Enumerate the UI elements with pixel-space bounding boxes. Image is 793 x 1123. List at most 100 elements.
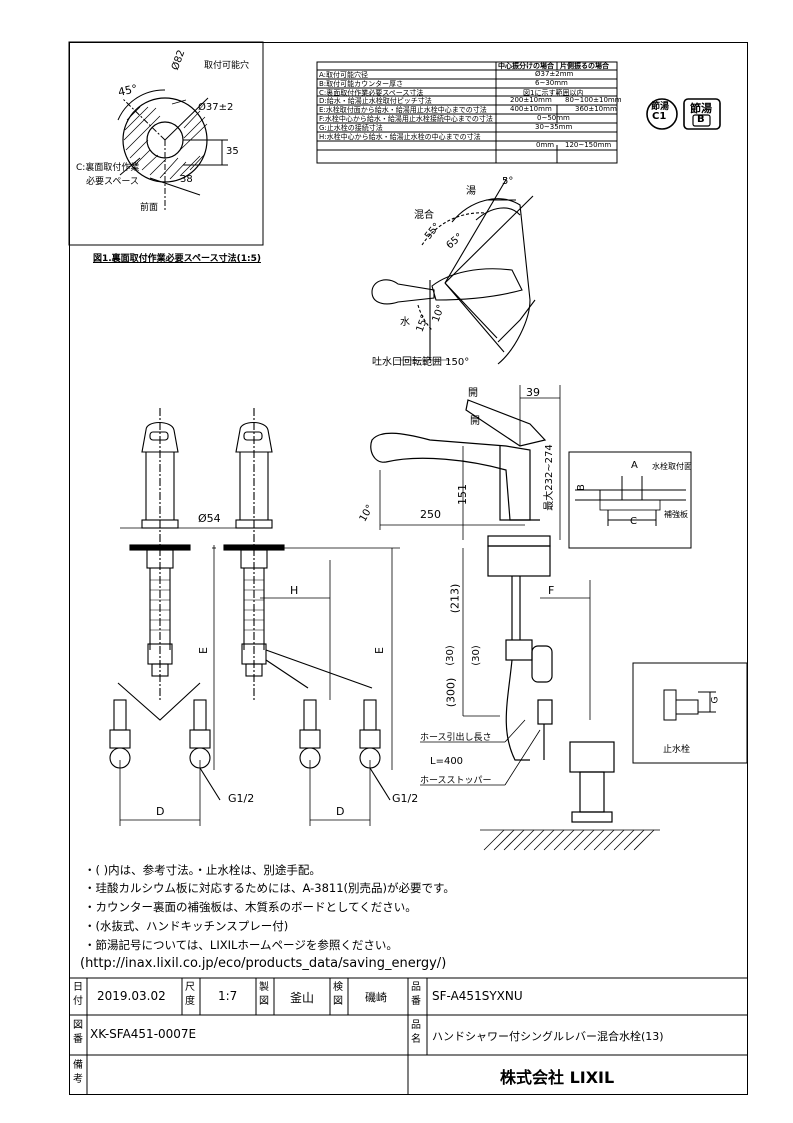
dim-54-label: Ø54 xyxy=(198,512,221,525)
spec-row-label: B:取付可能カウンター厚さ xyxy=(319,80,404,88)
dim-232-label: 最大232~274 xyxy=(543,444,555,511)
stop-valve-label: 止水栓 xyxy=(663,745,691,755)
dim-300-label: (300) xyxy=(444,677,458,708)
drawn-by: 釜山 xyxy=(290,991,315,1005)
mixed-label: 混合 xyxy=(414,210,434,221)
spec-row-center: 400±10mm xyxy=(510,105,552,113)
dim-H-label: H xyxy=(290,584,299,597)
dim-30a-label: (30) xyxy=(444,645,456,666)
hose-length-label: ホース引出し長さ xyxy=(420,733,492,743)
water-saving-badge-b xyxy=(683,98,721,130)
spec-col-header-side: 片側振るの場合 xyxy=(560,62,609,70)
counter-A-label: A xyxy=(631,460,638,471)
open-label: 開 xyxy=(470,416,480,427)
scale-label: 尺度 xyxy=(185,982,195,1007)
dim-E1-label: E xyxy=(196,647,210,654)
counter-C-label: C xyxy=(630,516,637,527)
dim-250-label: 250 xyxy=(420,508,441,521)
g-half-2-label: G1/2 xyxy=(392,792,419,805)
spec-row-center: 200±10mm xyxy=(510,96,552,104)
dim-D2-label: D xyxy=(336,805,345,818)
dim-213-label: (213) xyxy=(448,583,462,614)
product-no-label: 品番 xyxy=(411,982,421,1007)
spec-row-side: 360±10mm xyxy=(575,105,617,113)
spec-col-header-center: 中心振分けの場合 xyxy=(498,62,554,70)
note-line: ・(水抜式、ハンドキッチンスプレー付) xyxy=(84,919,289,933)
spec-row-center: 0~50mm xyxy=(537,114,570,122)
note-line: ・( )内は、参考寸法。・止水栓は、別途手配。 xyxy=(84,863,321,877)
counter-mount-face-label: 水栓取付面 xyxy=(652,462,692,471)
eco-badge-label: 節湯 xyxy=(651,102,670,112)
spec-row-label: F:水栓中心から給水・給湯用止水栓接続中心までの寸法 xyxy=(319,115,493,123)
spec-row-label: C:裏面取付作業必要スペース寸法 xyxy=(319,89,424,97)
note-line-url: (http://inax.lixil.co.jp/eco/products_da… xyxy=(80,956,447,971)
side-view-dimensions xyxy=(379,385,591,786)
faucet-front-view-left xyxy=(117,408,201,721)
remarks-label: 備考 xyxy=(73,1060,83,1085)
faucet-front-view-right xyxy=(223,408,373,700)
spec-row-center: 30~35mm xyxy=(535,123,573,131)
eco-badge-grade: C1 xyxy=(652,111,667,122)
product-no: SF-A451SYXNU xyxy=(432,989,523,1003)
lever-range-view xyxy=(371,177,536,365)
hot-label: 湯 xyxy=(466,186,476,197)
stop-valve-detail-box xyxy=(632,662,748,764)
detail-caption: 図1.裏面取付作業必要スペース寸法(1:5) xyxy=(93,254,261,264)
spec-row-side: 80~100±10mm xyxy=(565,96,622,104)
checked-label: 検図 xyxy=(333,982,343,1007)
date-value: 2019.03.02 xyxy=(97,989,166,1003)
open-top-label: 開 xyxy=(468,388,478,399)
spec-row-center: 6~30mm xyxy=(535,79,568,87)
dim-F-label: F xyxy=(548,584,555,597)
spec-table-grid xyxy=(316,61,618,164)
dim-38-label: 38 xyxy=(180,174,193,185)
dia-37-label: Ø37±2 xyxy=(198,102,234,113)
dim-E2-label: E xyxy=(372,647,386,654)
spec-row-label: A:取付可能穴径 xyxy=(319,71,369,79)
drawn-label: 製図 xyxy=(259,982,269,1007)
dim-35-label: 35 xyxy=(226,146,239,157)
spec-row-center: 図1に示す範囲以内 xyxy=(523,89,584,97)
product-name: ハンドシャワー付シングルレバー混合水栓(13) xyxy=(432,1030,664,1043)
cold-label: 水 xyxy=(400,317,410,328)
angle-5-label: 5° xyxy=(502,176,514,187)
spec-row-center: Ø37±2mm xyxy=(535,70,574,78)
checked-by: 磯崎 xyxy=(365,991,387,1004)
counter-detail-box xyxy=(568,451,692,549)
dim-D1-label: D xyxy=(156,805,165,818)
spec-row-label: G:止水栓の接続寸法 xyxy=(319,124,383,132)
water-saving-badge-grade: B xyxy=(697,114,705,125)
spec-row-label: H:水栓中心から給水・給湯止水栓の中心までの寸法 xyxy=(319,133,481,141)
dim-30b-label: (30) xyxy=(470,645,482,666)
g-half-1-label: G1/2 xyxy=(228,792,255,805)
mount-hole-detail xyxy=(117,89,228,210)
company-name: 株式会社 LIXIL xyxy=(500,1068,615,1087)
drawing-no-label: 図番 xyxy=(73,1020,83,1045)
water-saving-badge-label: 節湯 xyxy=(690,102,712,115)
stop-valves xyxy=(109,699,391,801)
dim-151-label: 151 xyxy=(456,484,469,505)
spec-row-center: 0mm xyxy=(536,141,555,149)
hose-L-label: L=400 xyxy=(430,756,464,767)
counter-plate-label: 補強板 xyxy=(664,510,688,519)
spec-row-label: D:給水・給湯止水栓取付ピッチ寸法 xyxy=(319,97,432,105)
floor-hatch xyxy=(480,829,660,851)
note-line: ・節湯記号については、LIXILホームページを参照ください。 xyxy=(84,938,398,952)
front-label: 前面 xyxy=(140,203,159,213)
hose-stopper-label: ホースストッパー xyxy=(420,776,492,786)
stop-G-label: G xyxy=(710,696,721,704)
drawing-no: XK-SFA451-0007E xyxy=(90,1027,197,1041)
spout-rotation-label: 吐水口回転範囲 150° xyxy=(372,357,470,368)
spec-row-side: 120~150mm xyxy=(565,141,612,149)
note-line: ・カウンター裏面の補強板は、木質系のボードとしてください。 xyxy=(84,900,417,914)
detail-box xyxy=(68,41,264,246)
note-line: ・珪酸カルシウム板に対応するためには、A-3811(別売品)が必要です。 xyxy=(84,881,455,895)
date-label: 日付 xyxy=(73,982,83,1007)
counter-B-label: B xyxy=(575,484,587,491)
faucet-side-view xyxy=(370,399,615,823)
back-space-label-1: C:裏面取付作業 xyxy=(76,163,140,173)
title-block-grid xyxy=(69,977,748,1095)
eco-badge-c1 xyxy=(646,98,678,130)
back-space-label-2: 必要スペース xyxy=(86,177,139,187)
mount-hole-label: 取付可能穴 xyxy=(204,61,250,71)
